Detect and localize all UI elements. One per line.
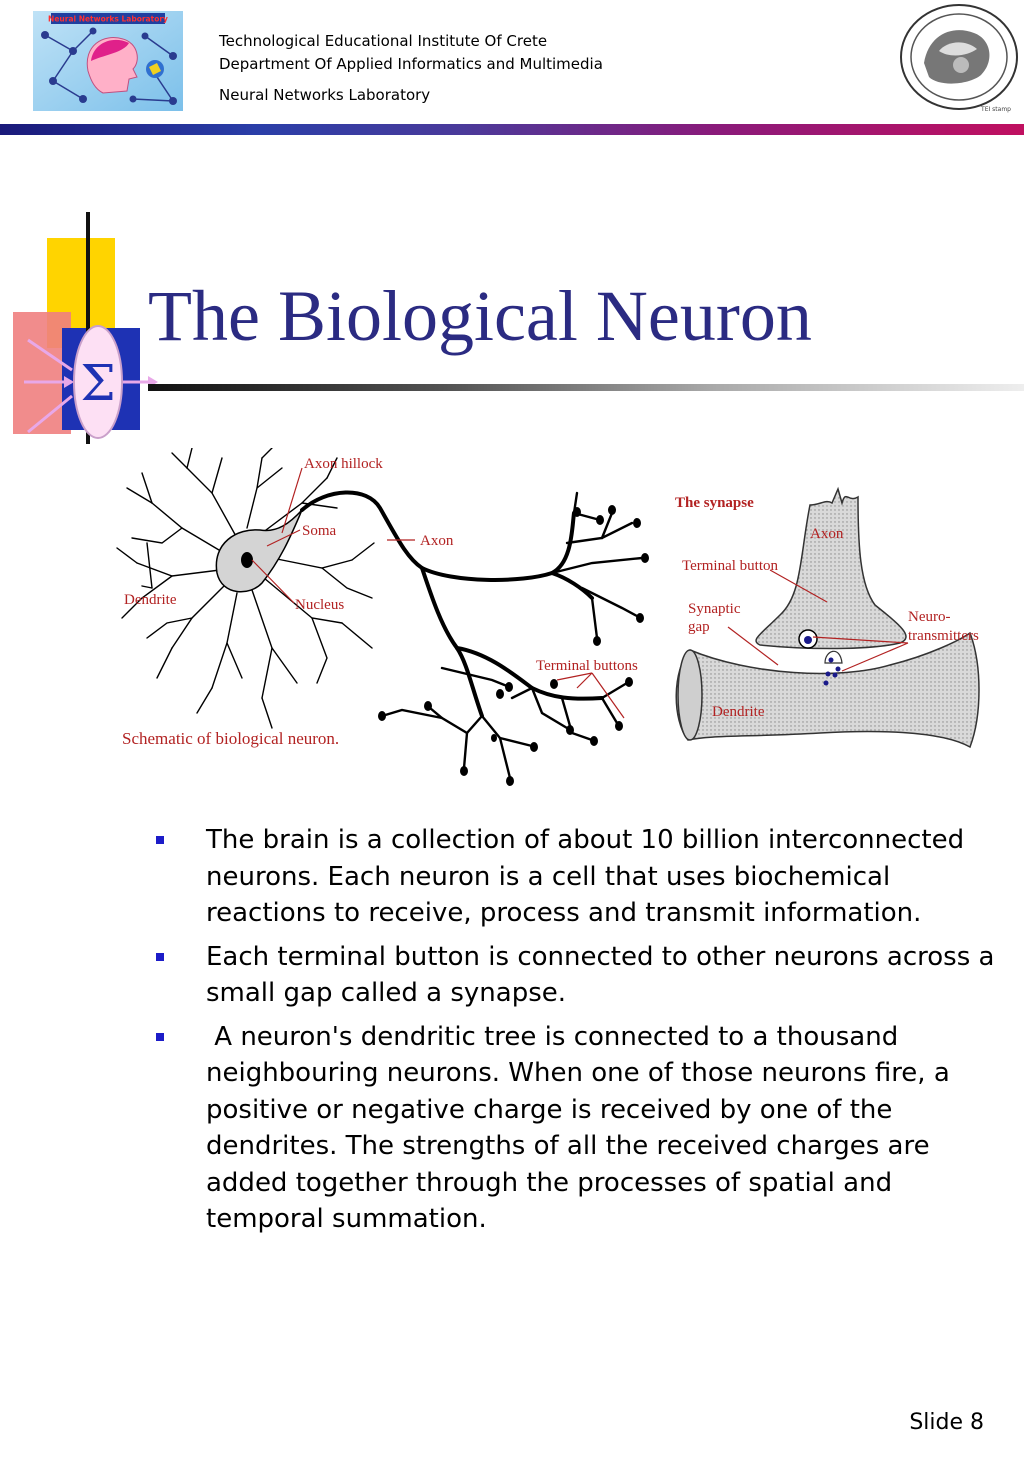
bullet-item: Each terminal button is connected to oth…: [156, 939, 1006, 1012]
bullet-text: A neuron's dendritic tree is connected t…: [206, 1021, 959, 1235]
title-rule: [148, 384, 1024, 391]
label-nucleus: Nucleus: [295, 597, 344, 613]
label-axon-hillock: Axon hillock: [304, 456, 383, 472]
synapse-label-synaptic: Synaptic: [688, 601, 741, 617]
bullet-item: A neuron's dendritic tree is connected t…: [156, 1019, 1006, 1238]
sigma-symbol: Σ: [80, 354, 115, 412]
lab-logo: Neural Networks Laboratory: [33, 11, 183, 111]
synapse-label-neuro: Neuro-: [908, 609, 950, 625]
label-terminal-buttons: Terminal buttons: [536, 658, 638, 674]
bullet-text: Each terminal button is connected to oth…: [206, 941, 995, 1009]
label-dendrite: Dendrite: [124, 592, 177, 608]
neuron-caption: Schematic of biological neuron.: [122, 729, 339, 748]
bullet-marker-icon: [156, 836, 164, 844]
synapse-label-dendrite: Dendrite: [712, 704, 765, 720]
neuron-diagram: Axon hillock Soma Axon Dendrite Nucleus …: [116, 448, 649, 786]
logo-text: Neural Networks Laboratory: [48, 15, 168, 24]
bullet-item: The brain is a collection of about 10 bi…: [156, 822, 1006, 932]
synapse-label-transmitters: transmitters: [908, 628, 979, 644]
slide-number: Slide 8: [909, 1410, 984, 1435]
seal-caption: TEI stamp: [980, 106, 1011, 113]
synapse-label-gap: gap: [688, 619, 710, 635]
bullet-text: The brain is a collection of about 10 bi…: [206, 825, 965, 928]
institute-seal: TEI stamp: [900, 4, 1018, 113]
label-axon: Axon: [420, 533, 454, 549]
synapse-label-axon: Axon: [810, 526, 844, 542]
header-rule: [0, 124, 1024, 135]
institute-name: Technological Educational Institute Of C…: [219, 32, 548, 50]
synapse-title: The synapse: [675, 495, 754, 511]
bullet-list: The brain is a collection of about 10 bi…: [156, 822, 1006, 1245]
synapse-diagram: The synapse Axon Terminal button Synapti…: [675, 486, 980, 749]
lab-name: Neural Networks Laboratory: [219, 86, 431, 104]
bullet-marker-icon: [156, 952, 164, 961]
label-soma: Soma: [302, 523, 337, 539]
title-ornament: Σ: [13, 212, 158, 444]
page-title: The Biological Neuron: [148, 276, 812, 356]
synapse-label-terminal-button: Terminal button: [682, 558, 779, 574]
bullet-marker-icon: [156, 1032, 164, 1041]
department-name: Department Of Applied Informatics and Mu…: [219, 55, 603, 73]
